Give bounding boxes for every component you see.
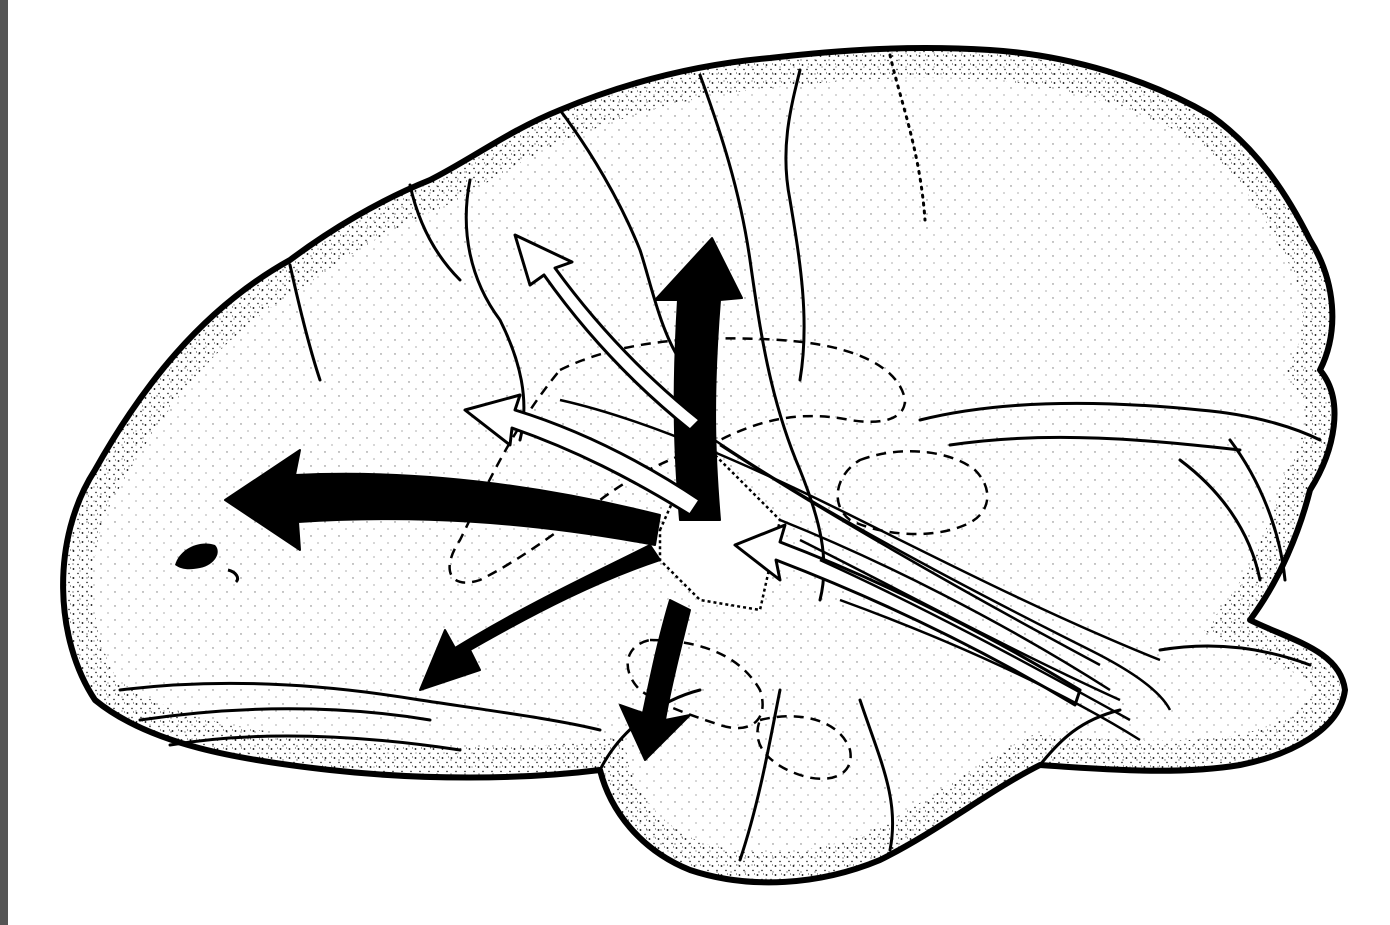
brain-lateral-view-diagram <box>0 0 1390 925</box>
figure-canvas <box>0 0 1390 925</box>
